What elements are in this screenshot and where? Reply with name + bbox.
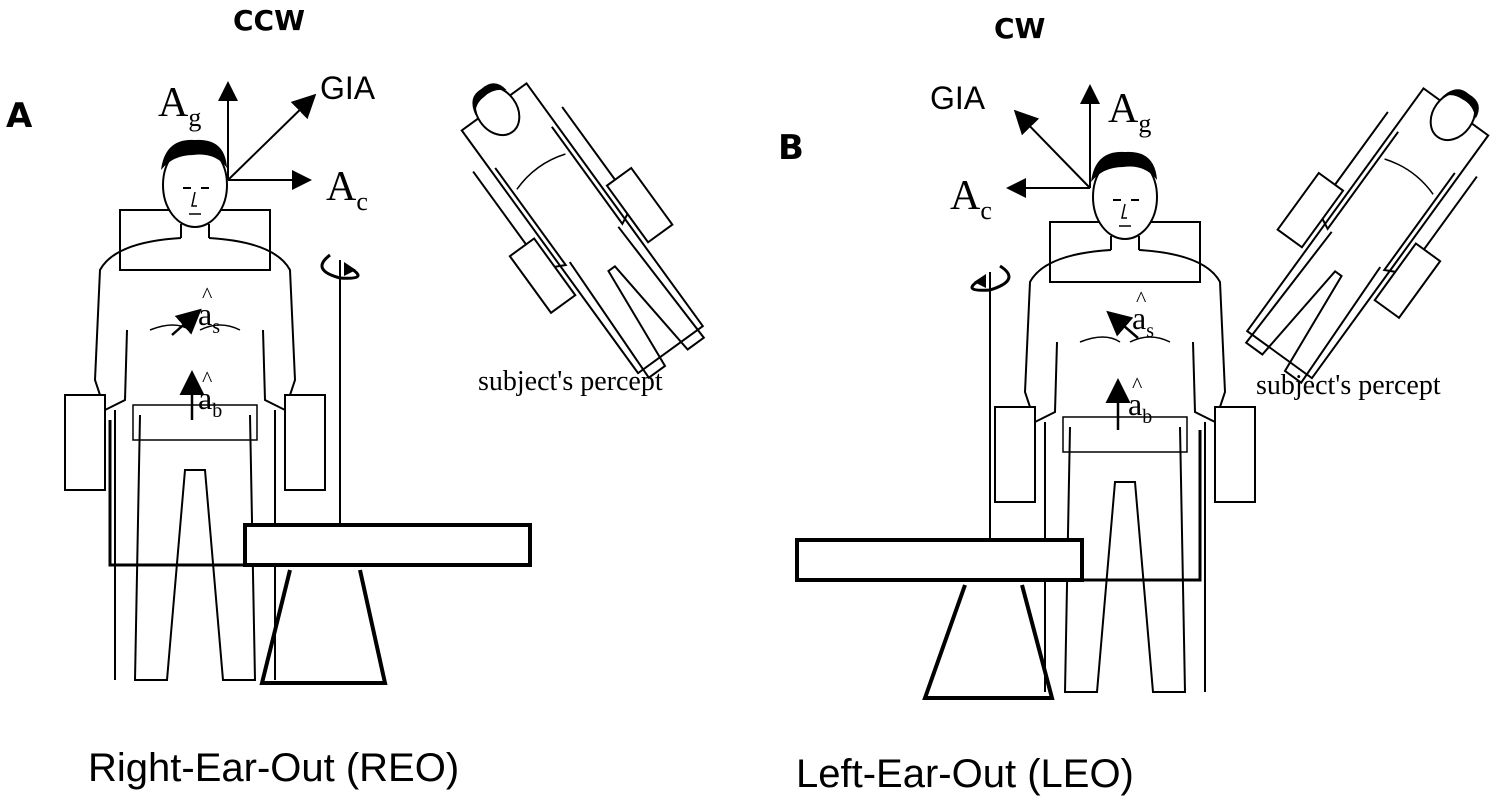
as-arrow-a <box>171 308 202 336</box>
caption-a: Right-Ear-Out (REO) <box>88 746 460 790</box>
as-label-a: ^as <box>198 282 220 338</box>
cw-rotation-arrow <box>970 264 1011 292</box>
beam-b <box>795 538 1084 582</box>
gia-label-b: GIA <box>930 80 986 116</box>
beam-a <box>243 523 532 567</box>
seated-figure-b <box>994 150 1256 693</box>
as-arrow-b <box>1106 310 1139 339</box>
panel-letter-b: B <box>778 128 804 168</box>
ag-label-a: Ag <box>158 80 202 132</box>
rotation-label-b: CW <box>994 12 1046 45</box>
seated-figure-a <box>64 138 326 681</box>
percept-figure-a <box>419 43 739 403</box>
ccw-arrowhead <box>344 262 356 276</box>
ab-label-a: ^ab <box>198 366 223 422</box>
chair-base-a <box>108 420 260 567</box>
stand-a <box>259 569 388 685</box>
gia-arrow-b <box>1013 109 1091 189</box>
ac-label-b: Ac <box>950 173 992 225</box>
ab-label-b: ^ab <box>1128 372 1153 428</box>
gia-arrow-a <box>227 93 317 181</box>
caption-b: Left-Ear-Out (LEO) <box>796 752 1134 796</box>
ac-label-a: Ac <box>326 164 368 216</box>
percept-label-a: subject's percept <box>478 366 663 397</box>
as-label-b: ^as <box>1132 286 1154 342</box>
ccw-rotation-arrow <box>320 253 360 280</box>
percept-label-b: subject's percept <box>1256 370 1441 401</box>
percept-figure-b <box>1211 48 1496 408</box>
chair-base-b <box>1060 430 1202 582</box>
gia-label-a: GIA <box>320 70 376 106</box>
rotation-label-a: CCW <box>233 4 305 37</box>
cw-arrowhead <box>974 274 986 288</box>
stand-b <box>922 584 1055 700</box>
ag-label-b: Ag <box>1108 86 1152 138</box>
panel-letter-a: A <box>6 96 33 136</box>
